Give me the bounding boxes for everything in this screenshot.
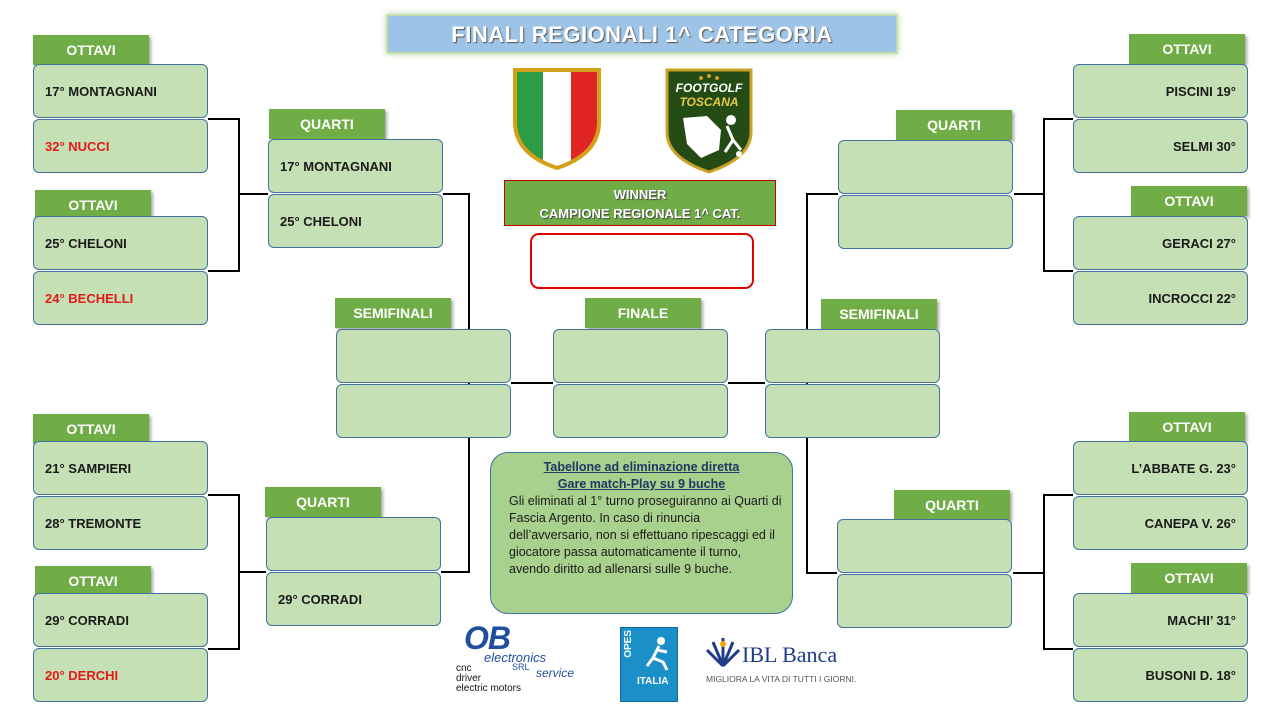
label-ottavi-r1: OTTAVI: [1129, 34, 1245, 64]
label-quarti-r2: QUARTI: [894, 490, 1010, 520]
connector: [1043, 118, 1073, 120]
quarti-left-1[interactable]: 17° MONTAGNANI: [268, 139, 443, 193]
connector: [806, 572, 837, 574]
connector: [1043, 648, 1073, 650]
quarti-left-4[interactable]: 29° CORRADI: [266, 572, 441, 626]
semifinale-right-1[interactable]: [765, 329, 940, 383]
label-ottavi-l1: OTTAVI: [33, 35, 149, 65]
connector: [443, 193, 470, 195]
rules-note: Tabellone ad eliminazione diretta Gare m…: [490, 452, 793, 614]
finale-1[interactable]: [553, 329, 728, 383]
ottavi-left-8[interactable]: 20° DERCHI: [33, 648, 208, 702]
quarti-right-4[interactable]: [837, 574, 1012, 628]
label-quarti-l2: QUARTI: [265, 487, 381, 517]
winner-header: WINNER CAMPIONE REGIONALE 1^ CAT.: [504, 180, 776, 226]
connector: [238, 571, 266, 573]
label-quarti-r1: QUARTI: [896, 110, 1012, 140]
ibl-banca-logo: IBL Banca MIGLIORA LA VITA DI TUTTI I GI…: [706, 634, 876, 690]
label-ottavi-l3: OTTAVI: [33, 414, 149, 444]
ottavi-right-8[interactable]: BUSONI D. 18°: [1073, 648, 1248, 702]
quarti-left-3[interactable]: [266, 517, 441, 571]
connector: [806, 193, 808, 574]
label-quarti-l1: QUARTI: [269, 109, 385, 139]
quarti-left-2[interactable]: 25° CHELONI: [268, 194, 443, 248]
runner-icon: [645, 637, 669, 671]
semifinale-right-2[interactable]: [765, 384, 940, 438]
semifinale-left-2[interactable]: [336, 384, 511, 438]
quarti-right-1[interactable]: [838, 140, 1013, 194]
label-semifinali-r: SEMIFINALI: [821, 299, 937, 329]
scudetto-icon: [511, 66, 603, 172]
quarti-right-3[interactable]: [837, 519, 1012, 573]
label-ottavi-l4: OTTAVI: [35, 566, 151, 596]
connector: [208, 648, 240, 650]
quarti-right-2[interactable]: [838, 195, 1013, 249]
connector: [1014, 193, 1045, 195]
label-ottavi-r4: OTTAVI: [1131, 563, 1247, 593]
ottavi-right-5[interactable]: L’ABBATE G. 23°: [1073, 441, 1248, 495]
connector: [238, 193, 268, 195]
connector: [1043, 494, 1073, 496]
ottavi-left-6[interactable]: 28° TREMONTE: [33, 496, 208, 550]
ottavi-right-3[interactable]: GERACI 27°: [1073, 216, 1248, 270]
ottavi-left-2[interactable]: 32° NUCCI: [33, 119, 208, 173]
connector: [208, 494, 240, 496]
ottavi-right-7[interactable]: MACHI’ 31°: [1073, 593, 1248, 647]
connector: [728, 382, 765, 384]
ottavi-right-4[interactable]: INCROCCI 22°: [1073, 271, 1248, 325]
connector: [468, 193, 470, 573]
ottavi-right-6[interactable]: CANEPA V. 26°: [1073, 496, 1248, 550]
ottavi-left-7[interactable]: 29° CORRADI: [33, 593, 208, 647]
winner-box[interactable]: [530, 233, 754, 289]
ob-electronics-logo: OB electronics SRL service cnc driver el…: [456, 620, 575, 694]
finale-2[interactable]: [553, 384, 728, 438]
connector: [1043, 270, 1073, 272]
page-title: FINALI REGIONALI 1^ CATEGORIA: [386, 14, 898, 54]
connector: [806, 193, 838, 195]
semifinale-left-1[interactable]: [336, 329, 511, 383]
connector: [208, 270, 240, 272]
ottavi-left-4[interactable]: 24° BECHELLI: [33, 271, 208, 325]
opes-italia-logo: OPES ITALIA: [620, 627, 678, 702]
label-semifinali-l: SEMIFINALI: [335, 298, 451, 328]
ottavi-left-3[interactable]: 25° CHELONI: [33, 216, 208, 270]
connector: [1043, 494, 1045, 649]
connector: [208, 118, 240, 120]
label-ottavi-r2: OTTAVI: [1131, 186, 1247, 216]
ottavi-left-1[interactable]: 17° MONTAGNANI: [33, 64, 208, 118]
label-ottavi-r3: OTTAVI: [1129, 412, 1245, 442]
connector: [441, 571, 470, 573]
connector: [1013, 572, 1045, 574]
footgolf-toscana-logo: FOOTGOLF TOSCANA: [661, 66, 757, 174]
label-finale: FINALE: [585, 298, 701, 328]
ottavi-left-5[interactable]: 21° SAMPIERI: [33, 441, 208, 495]
sunburst-icon: [706, 638, 740, 668]
connector: [511, 382, 553, 384]
ottavi-right-1[interactable]: PISCINI 19°: [1073, 64, 1248, 118]
ottavi-right-2[interactable]: SELMI 30°: [1073, 119, 1248, 173]
label-ottavi-l2: OTTAVI: [35, 190, 151, 220]
